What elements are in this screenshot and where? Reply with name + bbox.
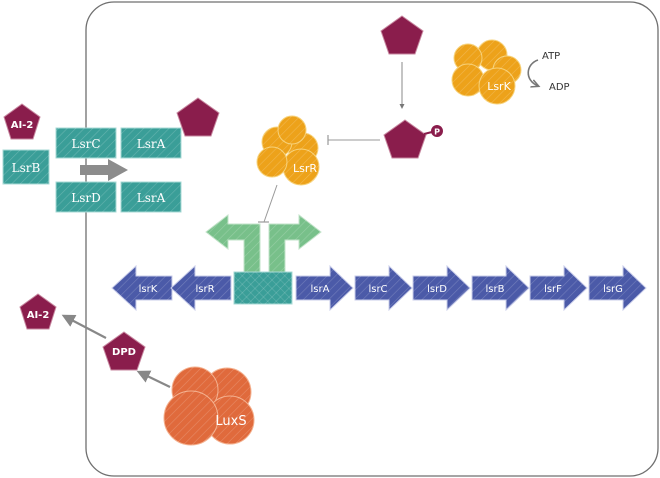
lsrd-transporter-label: LsrD [71,191,100,205]
imported-ai2-molecule [176,97,220,137]
phosphate-badge [431,125,443,137]
gene-label: lsrC [368,284,387,295]
atp-label: ATP [542,51,560,62]
gene-lsrg: lsrG [588,264,647,312]
lsrr-repression-line [258,184,278,223]
phospho-ai2-molecule: P [383,119,443,159]
luxs-label: LuxS [215,414,246,429]
gene-label: lsrG [603,284,623,295]
transcription-arrow-left [205,213,261,273]
ai2-outer-label: AI-2 [11,120,34,131]
lsrb-protein: LsrB [2,149,50,185]
gene-label: lsrA [311,284,330,295]
ai2-cytoplasm-molecule [380,15,424,55]
lsra-top-protein: LsrA [120,127,182,159]
gene-lsrd: lsrD [412,264,471,312]
lsrc-transporter: LsrC [55,127,117,159]
gene-label: lsrD [427,284,447,295]
atp-adp-arrow [527,59,538,86]
dpd-to-ai2-arrow [61,314,107,339]
gene-lsrf: lsrF [529,264,588,312]
gene-lsrk: lsrK [111,264,173,312]
adp-label: ADP [549,82,570,93]
import-arrow [80,159,128,181]
transcription-arrow-right [268,213,322,273]
lsrk-protein-complex: LsrK [451,39,522,105]
gene-lsra: lsrA [295,264,354,312]
lsrr-inhibition-line [327,135,380,145]
lsrr-label: LsrR [293,162,317,175]
gene-label: lsrF [544,284,562,295]
gene-label: lsrB [486,284,505,295]
lsrc-transporter-label: LsrC [71,137,100,151]
gene-label: lsrK [139,284,158,295]
lsra-top-label: LsrA [137,137,166,151]
lsrr-protein-complex: LsrR [256,115,320,186]
gene-label: lsrR [195,284,214,295]
ai2-bottom-label: AI-2 [27,310,50,321]
phosphate-label: P [434,128,440,137]
operator-region [233,271,293,305]
ai2-outer-molecule: AI-2 [3,103,41,140]
gene-lsrb: lsrB [471,264,530,312]
lsrk-label: LsrK [487,80,511,93]
lsrd-transporter: LsrD [55,181,117,213]
lsrb-label: LsrB [12,161,41,175]
gene-lsrc: lsrC [354,264,413,312]
gene-lsrr: lsrR [170,264,232,312]
ai2-secreted-molecule: AI-2 [19,293,57,330]
cell-boundary [85,1,659,477]
luxs-to-dpd-arrow [136,370,171,388]
lsra-bottom-protein: LsrA [120,181,182,213]
dpd-label: DPD [112,347,136,358]
dpd-molecule: DPD [102,331,146,371]
lsra-bottom-label: LsrA [137,191,166,205]
luxs-enzyme: LuxS [163,366,255,446]
